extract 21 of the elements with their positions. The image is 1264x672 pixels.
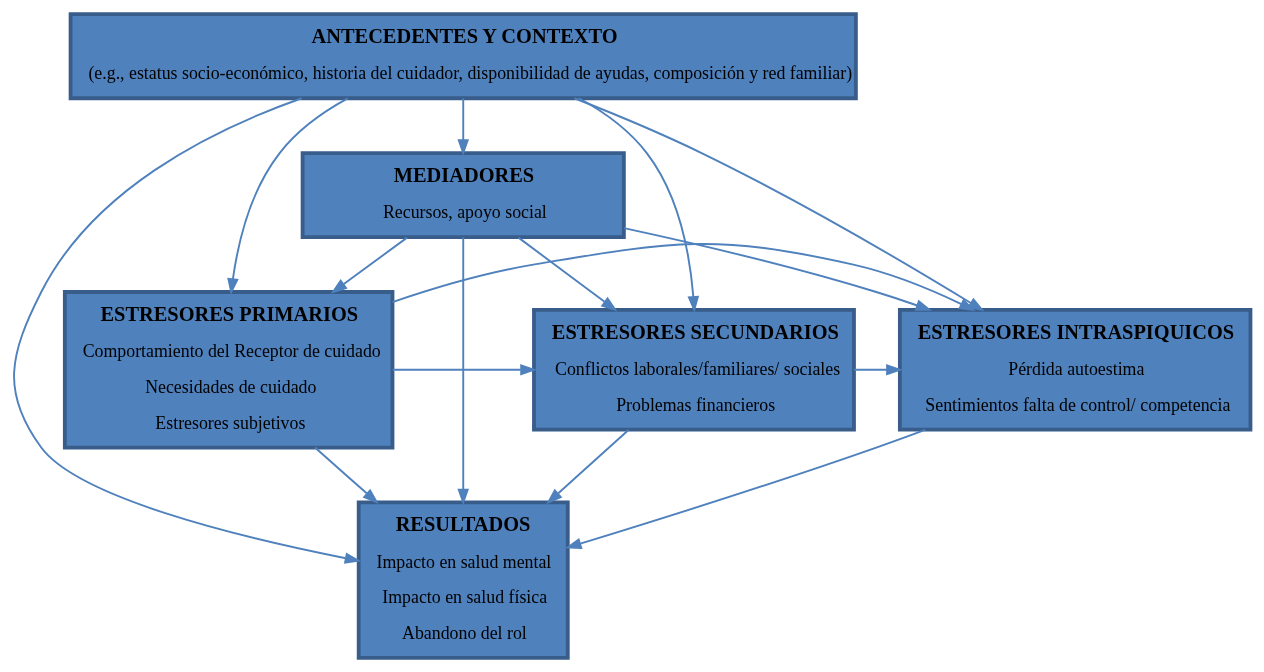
arrow <box>314 446 379 505</box>
arrow <box>391 243 976 312</box>
arrow <box>457 97 470 156</box>
arrow <box>517 236 618 312</box>
node-box: ESTRESORES INTRASPIQUICOS Pérdida autoestima Sentimientos falta de control/ competencia <box>897 307 1253 432</box>
node-box: RESULTADOS Impacto en salud mental Impacto en salud física Abandono del rol <box>356 500 570 660</box>
arrow <box>853 363 903 376</box>
arrow <box>330 236 408 294</box>
arrow <box>623 227 933 311</box>
arrow <box>457 236 470 506</box>
arrow <box>13 97 362 564</box>
node-box: MEDIADORES Recursos, apoyo social <box>300 151 626 240</box>
arrow <box>227 97 349 295</box>
arrow <box>578 97 700 313</box>
node-box: ANTECEDENTES Y CONTEXTO (e.g., estatus socio-económico, historia del cuidador, disponibilidad de ayudas, composición y red familiar) <box>68 12 858 101</box>
arrow <box>565 428 927 550</box>
arrow <box>573 97 985 312</box>
node-box: ESTRESORES SECUNDARIOS Conflictos laborales/familiares/ sociales Problemas financieros <box>532 307 856 432</box>
arrow <box>391 363 537 376</box>
arrow <box>546 429 630 505</box>
node-box: ESTRESORES PRIMARIOS Comportamiento del Receptor de cuidado Necesidades de cuidado Estresores subjetivos <box>62 290 395 450</box>
